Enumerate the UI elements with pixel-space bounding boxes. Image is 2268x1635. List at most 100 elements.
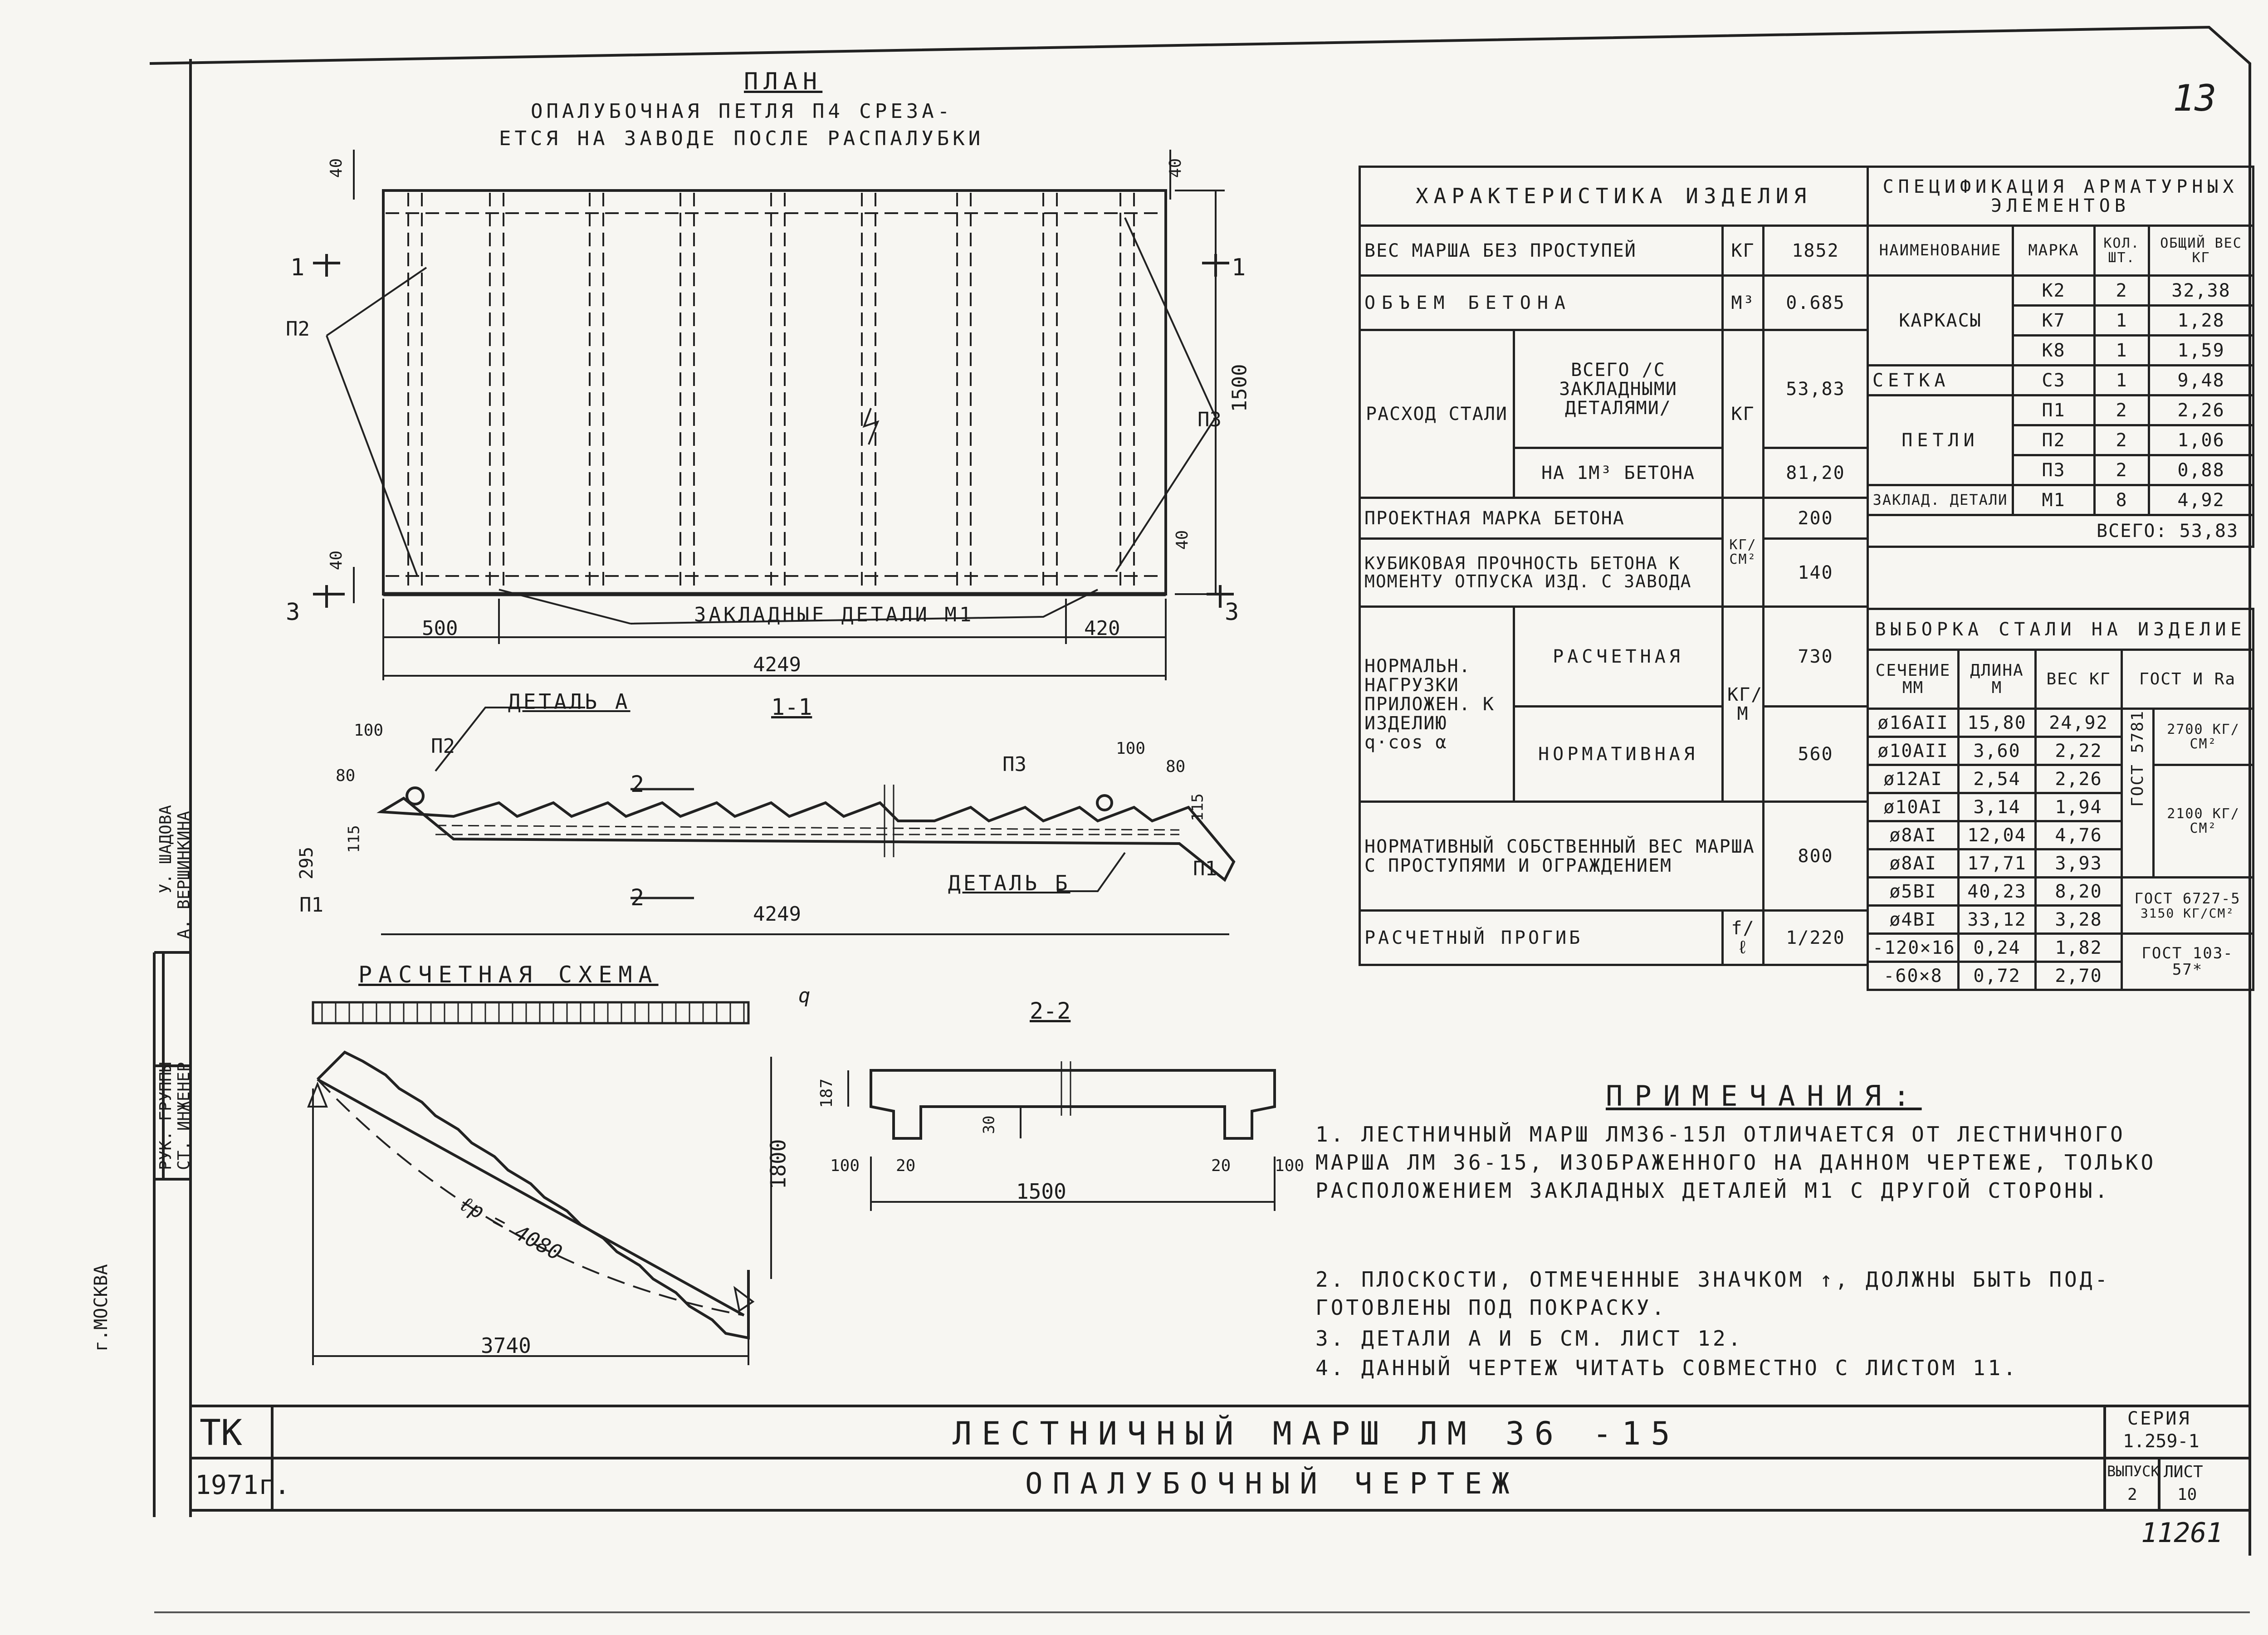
selection-row-length: 2,54 — [1957, 764, 2037, 794]
spec-row-qty: 2 — [2093, 394, 2150, 426]
specification-title: СПЕЦИФИКАЦИЯ АРМАТУРНЫХ ЭЛЕМЕНТОВ — [1866, 166, 2255, 227]
char-deflection-value: 1/220 — [1762, 909, 1869, 966]
note-1: 1. ЛЕСТНИЧНЫЙ МАРШ ЛМ36-15Л ОТЛИЧАЕТСЯ О… — [1315, 1122, 2156, 1203]
section-2-2-d100-left: 100 — [830, 1157, 860, 1175]
stamp-sheet-value: 10 — [2177, 1485, 2197, 1504]
spec-total: ВСЕГО: 53,83 — [1866, 514, 2255, 548]
section-1-1-d4249: 4249 — [753, 903, 801, 926]
selection-row-length: 15,80 — [1957, 708, 2037, 738]
spec-group-frames: КАРКАСЫ — [1867, 274, 2014, 366]
selection-row-length: 0,72 — [1957, 961, 2037, 991]
char-volume-label: ОБЪЕМ БЕТОНА — [1359, 274, 1724, 331]
stamp-name-2: А. ВЕРШИНКИНА — [175, 811, 193, 939]
stamp-title-1: ЛЕСТНИЧНЫЙ МАРШ ЛМ 36 -15 — [953, 1415, 1680, 1452]
char-grade-label: ПРОЕКТНАЯ МАРКА БЕТОНА — [1359, 497, 1724, 540]
char-own-weight-value: 800 — [1762, 800, 1869, 912]
spec-row-weight: 1,06 — [2147, 424, 2255, 456]
spec-row-mark: П1 — [2012, 394, 2096, 426]
char-steel-label: РАСХОД СТАЛИ — [1359, 329, 1515, 499]
spec-row-mark: К2 — [2012, 274, 2096, 307]
spec-header-weight: ОБЩИЙ ВЕС КГ — [2147, 225, 2255, 277]
stamp-role-1: РУК. ГРУППЫ — [156, 1062, 175, 1170]
char-deflection-label: РАСЧЕТНЫЙ ПРОГИБ — [1359, 909, 1724, 966]
char-weight-unit: КГ — [1721, 225, 1765, 277]
section-2-2-d1500: 1500 — [1016, 1179, 1066, 1204]
plan-embedded-label: ЗАКЛАДНЫЕ ДЕТАЛИ М1 — [694, 603, 974, 626]
sheet-corner-number: 13 — [2173, 77, 2217, 119]
stamp-issue-label: ВЫПУСК — [2107, 1463, 2160, 1480]
char-weight-label: ВЕС МАРША БЕЗ ПРОСТУПЕЙ — [1359, 225, 1724, 277]
spec-row-weight: 2,26 — [2147, 394, 2255, 426]
selection-row-weight: 1,94 — [2034, 792, 2123, 822]
characteristics-table: ХАРАКТЕРИСТИКА ИЗДЕЛИЯ ВЕС МАРША БЕЗ ПРО… — [1358, 166, 1869, 966]
section-2-2-d100-right: 100 — [1275, 1157, 1305, 1175]
spec-row-qty: 8 — [2093, 484, 2150, 516]
stamp-role-2: СТ. ИНЖЕНЕР — [175, 1062, 193, 1170]
char-steel-total-label: ВСЕГО /С ЗАКЛАДНЫМИ ДЕТАЛЯМИ/ — [1513, 329, 1724, 449]
selection-row-weight: 24,92 — [2034, 708, 2123, 738]
spec-row-qty: 1 — [2093, 334, 2150, 366]
spec-row-qty: 1 — [2093, 304, 2150, 337]
stamp-issue-value: 2 — [2127, 1485, 2137, 1504]
selection-header-section: СЕЧЕНИЕ ММ — [1867, 649, 1960, 710]
section-1-1-d115-right: 115 — [1188, 793, 1207, 821]
selection-gost-5781-text: ГОСТ 5781-61* — [2128, 708, 2147, 807]
char-steel-per-label: НА 1М³ БЕТОНА — [1513, 447, 1724, 499]
plan-dim-1500: 1500 — [1228, 364, 1251, 412]
plan-title: ПЛАН — [744, 68, 823, 95]
selection-gost-6727-text: ГОСТ 6727-5 — [2134, 890, 2241, 907]
section-1-1-d115-left: 115 — [345, 825, 363, 853]
steel-selection-table: ВЫБОРКА СТАЛИ НА ИЗДЕЛИЕ СЕЧЕНИЕ ММ ДЛИН… — [1866, 608, 2255, 991]
spec-row-qty: 2 — [2093, 454, 2150, 486]
spec-row-weight: 9,48 — [2147, 364, 2255, 396]
selection-header-gost: ГОСТ И Rа — [2120, 649, 2255, 710]
char-weight-value: 1852 — [1762, 225, 1869, 277]
selection-row-length: 40,23 — [1957, 876, 2037, 907]
load-hatching — [321, 1003, 745, 1022]
section-2-2-d20-left: 20 — [896, 1157, 916, 1175]
selection-row-weight: 2,70 — [2034, 961, 2123, 991]
selection-row-section: -60×8 — [1867, 961, 1960, 991]
design-scheme-drawing — [307, 1001, 772, 1365]
stamp-title-2: ОПАЛУБОЧНЫЙ ЧЕРТЕЖ — [1025, 1467, 1520, 1501]
section-2-2-d187: 187 — [817, 1078, 836, 1108]
spec-row-mark: К7 — [2012, 304, 2096, 337]
plan-cut-3-right: 3 — [1225, 599, 1239, 626]
spec-row-qty: 2 — [2093, 424, 2150, 456]
plan-dim-40-bottom-right: 40 — [1173, 530, 1192, 550]
plan-drawing — [313, 150, 1234, 680]
selection-row-section: ø4BI — [1867, 904, 1960, 935]
selection-row-section: ø12АI — [1867, 764, 1960, 794]
selection-row-section: ø16АII — [1867, 708, 1960, 738]
section-1-1-p3: П3 — [1002, 753, 1026, 776]
selection-header-weight: ВЕС КГ — [2034, 649, 2123, 710]
section-1-1-d295: 295 — [296, 846, 318, 880]
plan-reinforcement-lines — [386, 193, 1163, 590]
section-1-1-title: 1-1 — [771, 694, 812, 720]
detail-b-label: ДЕТАЛЬ Б — [948, 871, 1070, 895]
spec-row-mark: М1 — [2012, 484, 2096, 516]
stamp-series-value: 1.259-1 — [2123, 1431, 2200, 1452]
selection-row-length: 12,04 — [1957, 820, 2037, 850]
selection-row-section: -120×16 — [1867, 932, 1960, 963]
characteristics-title: ХАРАКТЕРИСТИКА ИЗДЕЛИЯ — [1358, 166, 1869, 227]
stamp-year: 1971г. — [195, 1469, 290, 1500]
selection-row-section: ø8АI — [1867, 848, 1960, 879]
plan-dim-500: 500 — [422, 617, 458, 640]
section-1-1-d80-right: 80 — [1166, 757, 1186, 776]
stamp-org: ТК — [200, 1413, 242, 1454]
spec-header-mark: МАРКА — [2012, 225, 2096, 277]
selection-ra-3150: 3150 КГ/СМ² — [2140, 905, 2235, 921]
selection-row-weight: 3,93 — [2034, 848, 2123, 879]
spec-row-qty: 2 — [2093, 274, 2150, 307]
char-loads-norm-label: НОРМАТИВНАЯ — [1513, 705, 1724, 803]
note-3: 3. ДЕТАЛИ А И Б СМ. ЛИСТ 12. — [1315, 1326, 1744, 1351]
plan-note-line2: ЕТСЯ НА ЗАВОДЕ ПОСЛЕ РАСПАЛУБКИ — [499, 127, 984, 150]
selection-row-length: 0,24 — [1957, 932, 2037, 963]
section-1-1-d100-left: 100 — [354, 721, 384, 740]
plan-label-p3: П3 — [1198, 408, 1222, 431]
selection-gost-5781: ГОСТ 5781-61* — [2121, 708, 2155, 879]
detail-a-label: ДЕТАЛЬ А — [508, 689, 631, 714]
selection-header-length: ДЛИНА М — [1957, 649, 2037, 710]
